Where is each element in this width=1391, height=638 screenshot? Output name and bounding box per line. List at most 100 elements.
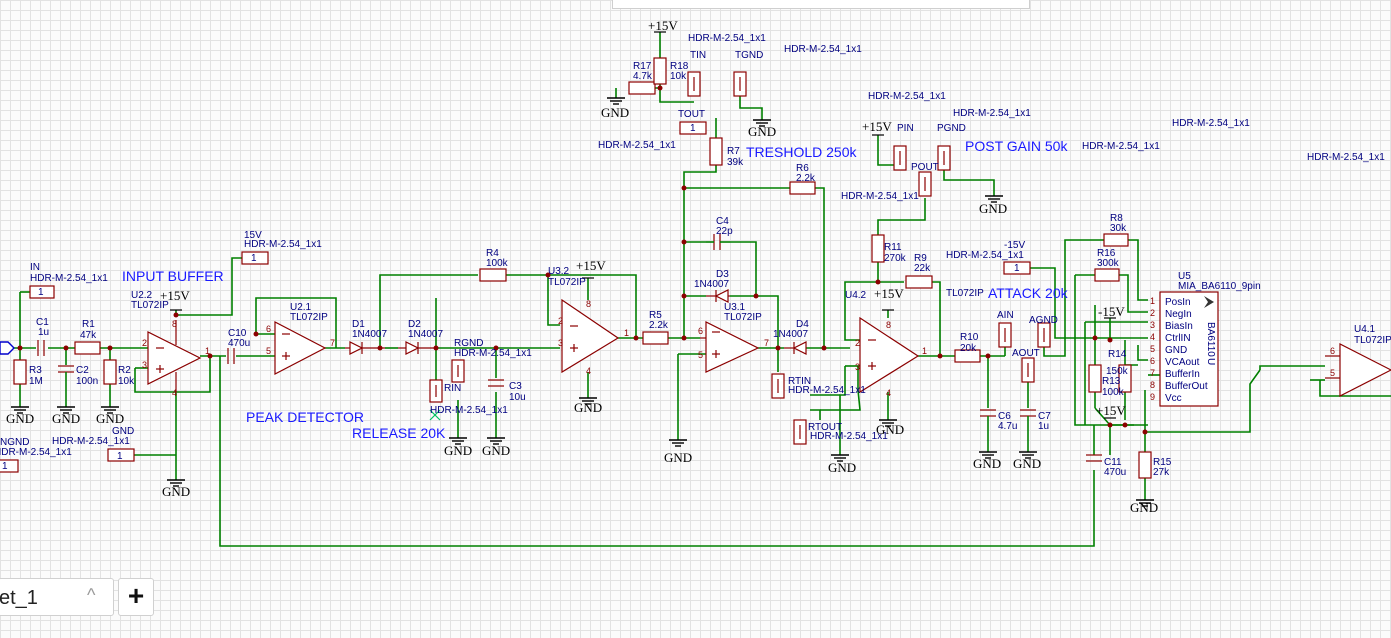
ic-u5-ba6110[interactable] (1159, 291, 1219, 407)
svg-text:3: 3 (1150, 320, 1155, 330)
svg-text:U3.1: U3.1 (724, 302, 746, 313)
sheet-tab[interactable]: et_1 ^ (0, 578, 114, 616)
svg-text:R2: R2 (118, 365, 131, 376)
junctions (17, 85, 1148, 435)
svg-text:4: 4 (586, 366, 591, 376)
svg-text:3: 3 (855, 362, 860, 372)
chevron-up-icon[interactable]: ^ (87, 585, 96, 605)
svg-text:PosIn: PosIn (1165, 297, 1191, 308)
diode-d3[interactable] (706, 289, 730, 303)
add-sheet-button[interactable]: + (118, 578, 154, 616)
resistor-r14[interactable] (1118, 364, 1132, 393)
no-connect-mark (429, 409, 441, 421)
svg-text:6: 6 (1150, 356, 1155, 366)
opamp-u4-1[interactable] (1325, 343, 1391, 397)
svg-text:R3: R3 (29, 365, 42, 376)
net-pout: POUT (911, 162, 939, 173)
svg-text:BufferIn: BufferIn (1165, 369, 1200, 380)
capacitor-c1[interactable] (37, 340, 45, 356)
opamp-u3-2[interactable] (561, 298, 620, 374)
resistor-r3[interactable] (13, 359, 27, 385)
capacitor-c2[interactable] (58, 365, 74, 387)
hdr-label: HDR-M-2.54_1x1 (946, 250, 1024, 261)
resistor-r6[interactable] (789, 181, 816, 195)
header-tout[interactable] (679, 121, 707, 135)
hdr-label: HDR-M-2.54_1x1 (688, 33, 766, 44)
resistor-r9[interactable] (905, 275, 933, 289)
resistor-r17[interactable] (628, 81, 656, 95)
pin-1: 1 (2, 461, 8, 472)
capacitor-c3[interactable] (488, 379, 504, 387)
svg-text:GND: GND (973, 456, 1001, 471)
svg-text:D4: D4 (796, 319, 809, 330)
header-15v[interactable] (241, 251, 269, 265)
svg-text:R15: R15 (1153, 457, 1172, 468)
svg-text:1: 1 (922, 346, 927, 356)
svg-text:GND: GND (828, 460, 856, 475)
header-gnd[interactable] (107, 448, 135, 462)
opamp-u3-1[interactable] (700, 321, 760, 373)
label-input-buffer: INPUT BUFFER (122, 268, 224, 284)
header-in[interactable] (29, 285, 55, 299)
net-tgnd: TGND (735, 50, 763, 61)
resistor-r2[interactable] (103, 359, 117, 385)
svg-text:1N4007: 1N4007 (408, 329, 443, 340)
svg-text:R10: R10 (960, 332, 979, 343)
net-aout: AOUT (1012, 348, 1040, 359)
resistor-r8[interactable] (1103, 233, 1129, 247)
svg-text:8: 8 (1150, 380, 1155, 390)
svg-text:GND: GND (979, 201, 1007, 216)
diode-d1[interactable] (345, 341, 385, 355)
resistor-r7[interactable] (709, 137, 723, 166)
svg-text:VCAout: VCAout (1165, 357, 1200, 368)
capacitor-c11[interactable] (1086, 454, 1102, 462)
net-pgnd: PGND (937, 123, 966, 134)
power-label: +15V (862, 119, 892, 134)
opamp-u2-1[interactable] (274, 321, 327, 375)
svg-text:MIA_BA6110_9pin: MIA_BA6110_9pin (1178, 281, 1261, 292)
net-15v: 15V (244, 230, 262, 241)
diode-d2[interactable] (398, 341, 438, 355)
header-ngnd[interactable] (0, 459, 19, 473)
header-m15v[interactable] (1003, 261, 1031, 275)
svg-text:3: 3 (142, 360, 147, 370)
svg-text:GND: GND (1013, 456, 1041, 471)
net-rtin: RTIN (788, 376, 811, 387)
opamp-u2-2[interactable] (147, 320, 202, 393)
resistor-r13[interactable] (1088, 364, 1102, 393)
hdr-label: HDR-M-2.54_1x1 (0, 447, 72, 458)
gnd-labels: GND GND GND GND GND GND GND GND GND GND … (6, 105, 1158, 515)
svg-text:R5: R5 (649, 310, 662, 321)
resistor-r1[interactable] (74, 341, 101, 355)
svg-text:CtrlIN: CtrlIN (1165, 333, 1191, 344)
capacitor-c4[interactable] (706, 234, 730, 250)
svg-text:C10: C10 (228, 328, 247, 339)
svg-text:D1: D1 (352, 319, 365, 330)
hdr-label: HDR-M-2.54_1x1 (244, 239, 322, 250)
svg-text:2.2k: 2.2k (649, 320, 669, 331)
capacitor-c10[interactable] (227, 348, 235, 364)
svg-text:GND: GND (444, 443, 472, 458)
label-peak-detector: PEAK DETECTOR (246, 409, 364, 425)
resistor-r11[interactable] (871, 234, 885, 263)
svg-text:100k: 100k (486, 258, 509, 269)
diode-d4[interactable] (784, 341, 807, 355)
resistor-r15[interactable] (1138, 451, 1152, 479)
svg-text:1: 1 (205, 346, 210, 356)
resistor-r10[interactable] (954, 349, 981, 363)
resistor-r4[interactable] (479, 268, 507, 282)
resistor-r18[interactable] (653, 57, 667, 85)
svg-text:GND: GND (482, 443, 510, 458)
capacitor-c6[interactable] (980, 409, 996, 425)
net-tin: TIN (690, 50, 706, 61)
power-label: +15V (874, 286, 904, 301)
capacitor-c7[interactable] (1020, 409, 1036, 425)
resistor-r16[interactable] (1094, 268, 1120, 282)
input-port-symbol[interactable] (0, 341, 15, 355)
resistor-r5[interactable] (642, 331, 669, 345)
svg-text:4: 4 (886, 388, 891, 398)
svg-text:470u: 470u (1104, 467, 1126, 478)
opamp-u4-2[interactable] (859, 316, 920, 394)
